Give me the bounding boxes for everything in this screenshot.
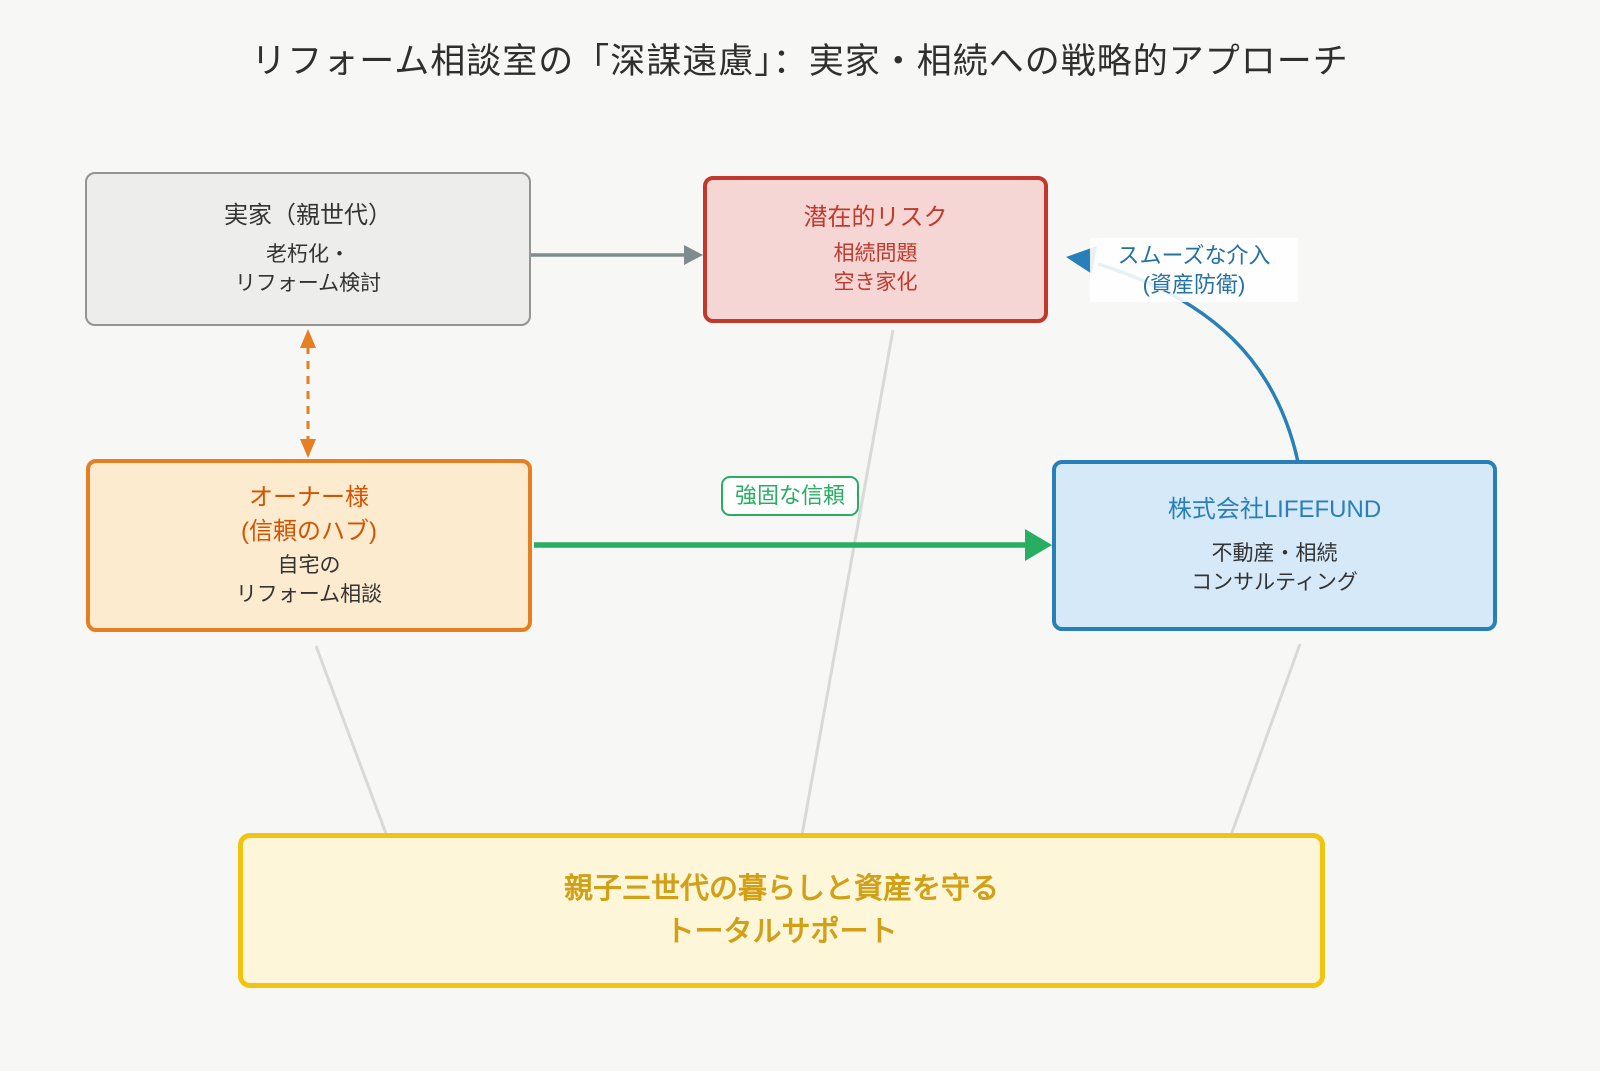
arrow-family-to-risk xyxy=(531,245,703,265)
node-owner-subtitle: 自宅の リフォーム相談 xyxy=(235,553,383,606)
node-owner-hub: オーナー様 (信頼のハブ) 自宅の リフォーム相談 xyxy=(86,459,532,632)
node-lifefund: 株式会社LIFEFUND 不動産・相続 コンサルティング xyxy=(1052,460,1497,631)
edge-label-strong-trust: 強固な信頼 xyxy=(721,476,860,516)
node-family-home: 実家（親世代） 老朽化・ リフォーム検討 xyxy=(85,172,531,326)
arrow-family-owner-bidirectional xyxy=(300,329,316,458)
node-family-subtitle: 老朽化・ リフォーム検討 xyxy=(234,242,382,295)
connector-risk-to-support xyxy=(798,329,895,847)
arrow-owner-to-lifefund xyxy=(534,529,1052,561)
connector-owner-to-support xyxy=(314,645,393,848)
edge-label-smooth-intervention: スムーズな介入 (資産防衛) xyxy=(1090,238,1298,303)
node-support-title: 親子三世代の暮らしと資産を守る トータルサポート xyxy=(563,873,999,948)
node-total-support: 親子三世代の暮らしと資産を守る トータルサポート xyxy=(238,833,1325,988)
diagram-title: リフォーム相談室の「深謀遠慮」：実家・相続への戦略的アプローチ xyxy=(251,42,1349,81)
node-risk-subtitle: 相続問題 空き家化 xyxy=(833,242,918,295)
node-lifefund-subtitle: 不動産・相続 コンサルティング xyxy=(1191,542,1358,595)
node-lifefund-title: 株式会社LIFEFUND xyxy=(1167,495,1382,523)
node-risk-title: 潜在的リスク xyxy=(803,203,948,231)
connector-lifefund-to-support xyxy=(1224,643,1302,850)
node-family-title: 実家（親世代） xyxy=(224,202,392,230)
node-owner-title: オーナー様 (信頼のハブ) xyxy=(241,484,377,545)
node-potential-risk: 潜在的リスク 相続問題 空き家化 xyxy=(703,176,1048,323)
